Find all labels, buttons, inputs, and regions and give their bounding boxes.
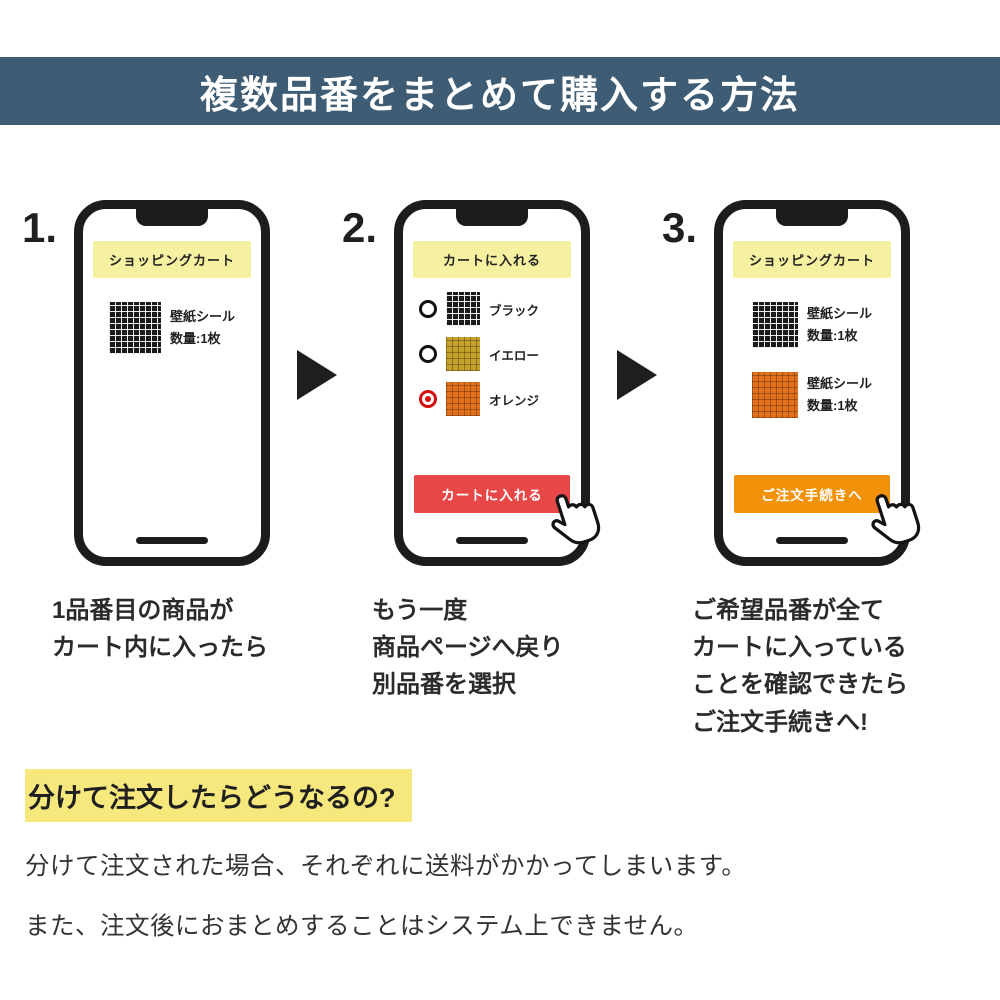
cart-item: 壁紙シール 数量:1枚 (723, 372, 901, 418)
caption-line: カート内に入ったら (52, 634, 268, 662)
product-name: 壁紙シール (806, 375, 872, 391)
step-2: 2. カートに入れる ブラック イエロー (342, 200, 612, 704)
product-qty: 数量:1枚 (806, 328, 858, 343)
faq-section: 分けて注文したらどうなるの? 分けて注文された場合、それぞれに送料がかかってしま… (0, 768, 1000, 942)
step-1: 1. ショッピングカート 壁紙シール 数量:1枚 1品番目の商品が (22, 200, 292, 666)
color-options: ブラック イエロー オレンジ (403, 292, 581, 416)
phone-home-indicator (776, 537, 848, 544)
checkout-button-label: ご注文手続きへ (761, 488, 863, 503)
faq-answer-line-1: 分けて注文された場合、それぞれに送料がかかってしまいます。 (25, 852, 747, 880)
cart-item: 壁紙シール 数量:1枚 (723, 302, 901, 348)
faq-question: 分けて注文したらどうなるの? (25, 768, 412, 822)
product-qty: 数量:1枚 (169, 331, 221, 346)
phone-notch (456, 208, 528, 226)
step-3-caption: ご希望品番が全て カートに入っている ことを確認できたら ご注文手続きへ! (692, 592, 932, 741)
phone-notch (136, 208, 208, 226)
phone-frame-2: カートに入れる ブラック イエロー (394, 200, 601, 566)
color-option-yellow: イエロー (419, 337, 581, 371)
step-2-caption: もう一度 商品ページへ戻り 別品番を選択 (372, 592, 612, 704)
option-label: ブラック (489, 303, 540, 318)
swatch-orange (446, 382, 480, 416)
product-swatch-black (751, 302, 798, 348)
arrow-right-icon (617, 350, 657, 400)
caption-line: ことを確認できたら (692, 671, 908, 699)
step-3-number: 3. (662, 204, 698, 251)
phone-notch (776, 208, 848, 226)
step-1-number: 1. (22, 204, 58, 251)
caption-line: ご希望品番が全て (692, 597, 884, 624)
swatch-yellow (446, 337, 480, 371)
caption-line: 商品ページへ戻り (372, 634, 564, 662)
cart-banner-3: ショッピングカート (733, 241, 891, 278)
caption-line: カートに入っている (692, 634, 907, 662)
hand-cursor-icon (866, 489, 921, 551)
page-title: 複数品番をまとめて購入する方法 (199, 74, 800, 117)
steps-row: 1. ショッピングカート 壁紙シール 数量:1枚 1品番目の商品が (0, 200, 1000, 741)
cart-item: 壁紙シール 数量:1枚 (83, 302, 261, 354)
step-1-caption: 1品番目の商品が カート内に入ったら (52, 592, 292, 666)
hand-cursor-icon (546, 489, 601, 551)
swatch-black (446, 292, 480, 326)
add-to-cart-button-label: カートに入れる (441, 488, 543, 503)
faq-question-row: 分けて注文したらどうなるの? (25, 768, 1000, 822)
option-label: オレンジ (489, 393, 540, 408)
step-2-number: 2. (342, 204, 378, 251)
caption-line: ご注文手続きへ! (692, 708, 868, 736)
color-option-black: ブラック (419, 292, 581, 326)
caption-line: 別品番を選択 (372, 671, 516, 699)
radio-yellow[interactable] (419, 345, 437, 363)
option-label: イエロー (489, 348, 539, 363)
arrow-right-icon (297, 350, 337, 400)
header-banner: 複数品番をまとめて購入する方法 (0, 57, 1000, 125)
radio-black[interactable] (419, 300, 437, 318)
phone-home-indicator (456, 537, 528, 544)
faq-answer-line-2: また、注文後におまとめすることはシステム上できません。 (25, 912, 699, 940)
caption-line: もう一度 (372, 597, 468, 624)
caption-line: 1品番目の商品が (52, 597, 234, 624)
product-name: 壁紙シール (169, 308, 235, 324)
product-qty: 数量:1枚 (806, 398, 858, 413)
product-swatch-orange (751, 372, 798, 418)
color-option-orange: オレンジ (419, 382, 581, 416)
phone-home-indicator (136, 537, 208, 544)
radio-orange-selected[interactable] (419, 390, 437, 408)
cart-banner-1: ショッピングカート (93, 241, 251, 278)
phone-frame-3: ショッピングカート 壁紙シール 数量:1枚 壁紙シール 数量:1枚 (714, 200, 921, 566)
phone-frame-1: ショッピングカート 壁紙シール 数量:1枚 (74, 200, 270, 566)
add-to-cart-button[interactable]: カートに入れる (414, 475, 601, 545)
product-name: 壁紙シール (806, 305, 872, 321)
step-3: 3. ショッピングカート 壁紙シール 数量:1枚 壁紙シール (662, 200, 932, 741)
add-to-cart-banner: カートに入れる (413, 241, 571, 278)
product-swatch-black (108, 302, 161, 354)
checkout-button[interactable]: ご注文手続きへ (734, 475, 921, 545)
